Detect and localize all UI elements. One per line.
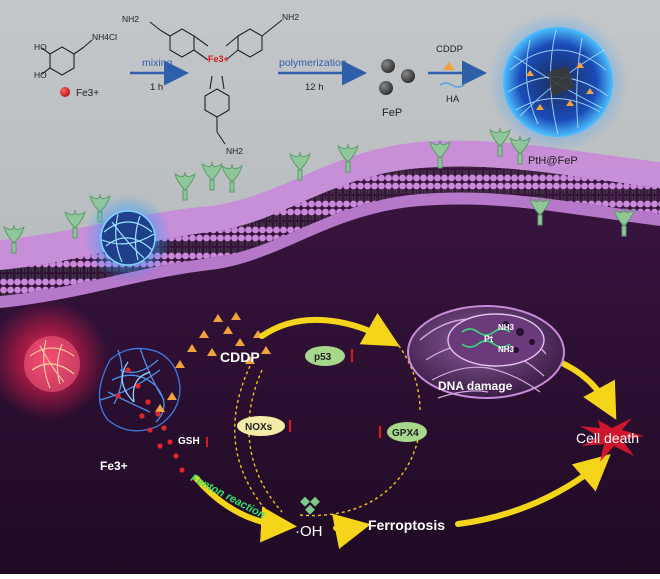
mixing-label: mixing	[142, 57, 173, 69]
fep-particles	[379, 59, 415, 95]
fep-label: FeP	[382, 107, 402, 119]
hydroxyl-label-1: HO	[34, 42, 47, 52]
cddp-label: CDDP	[220, 349, 260, 365]
lipid-bilayer	[0, 166, 660, 296]
membrane-bottom	[0, 192, 660, 308]
amine-label-2: NH2	[282, 12, 299, 22]
fe3-ions	[115, 367, 185, 473]
product-label: PtH@FeP	[528, 155, 578, 167]
nanoparticle-entering	[84, 194, 172, 282]
amine-label-1: NH2	[122, 14, 139, 24]
nucleus	[407, 305, 565, 399]
cddp-particles	[155, 312, 271, 412]
mixing-time: 1 h	[150, 82, 163, 93]
nh3-label-2: NH3	[498, 345, 515, 354]
flow-arrows	[193, 312, 617, 549]
ferroptosis-label: Ferroptosis	[368, 517, 445, 533]
ha-wave-icon	[439, 82, 465, 88]
polymerization-time: 12 h	[305, 82, 324, 93]
amine-label-3: NH2	[226, 146, 243, 156]
cddp-triangle-icon	[443, 62, 455, 70]
fe3-label: Fe3+	[100, 459, 128, 473]
nanoparticle-irradiated	[0, 300, 108, 420]
complex-fe-label: Fe3+	[208, 54, 229, 64]
p53-label: p53	[314, 352, 332, 363]
cddp-loading-label: CDDP	[436, 44, 463, 55]
p53-bubble	[305, 346, 345, 366]
cell-death-burst	[580, 418, 644, 462]
hydroxyl-label: ·OH	[295, 523, 323, 540]
hydroxyl-label-2: HO	[34, 70, 47, 80]
dna-damage-label: DNA damage	[438, 379, 513, 393]
noxs-bubble	[237, 416, 285, 436]
fe-ion-sphere	[60, 87, 70, 97]
gsh-label: GSH	[178, 436, 200, 447]
pt-label: Pt	[484, 334, 493, 344]
ha-label: HA	[446, 94, 460, 105]
fe-catechol-complex	[149, 19, 283, 145]
noxs-label: NOXs	[245, 422, 273, 433]
gpx4-label: GPX4	[392, 428, 419, 439]
monomer-salt-label: NH4Cl	[92, 32, 117, 42]
pth-fep-nanoparticle	[488, 12, 628, 152]
polymerization-label: polymerization	[279, 57, 347, 69]
disassembled-nanoparticle	[98, 347, 181, 432]
nh3-label-1: NH3	[498, 323, 515, 332]
dopamine-structure	[41, 39, 93, 76]
fe-ion-label: Fe3+	[76, 88, 99, 99]
cell-death-label: Cell death	[576, 430, 639, 446]
membrane-receptors	[3, 127, 635, 254]
gpx4-bubble	[387, 422, 427, 442]
